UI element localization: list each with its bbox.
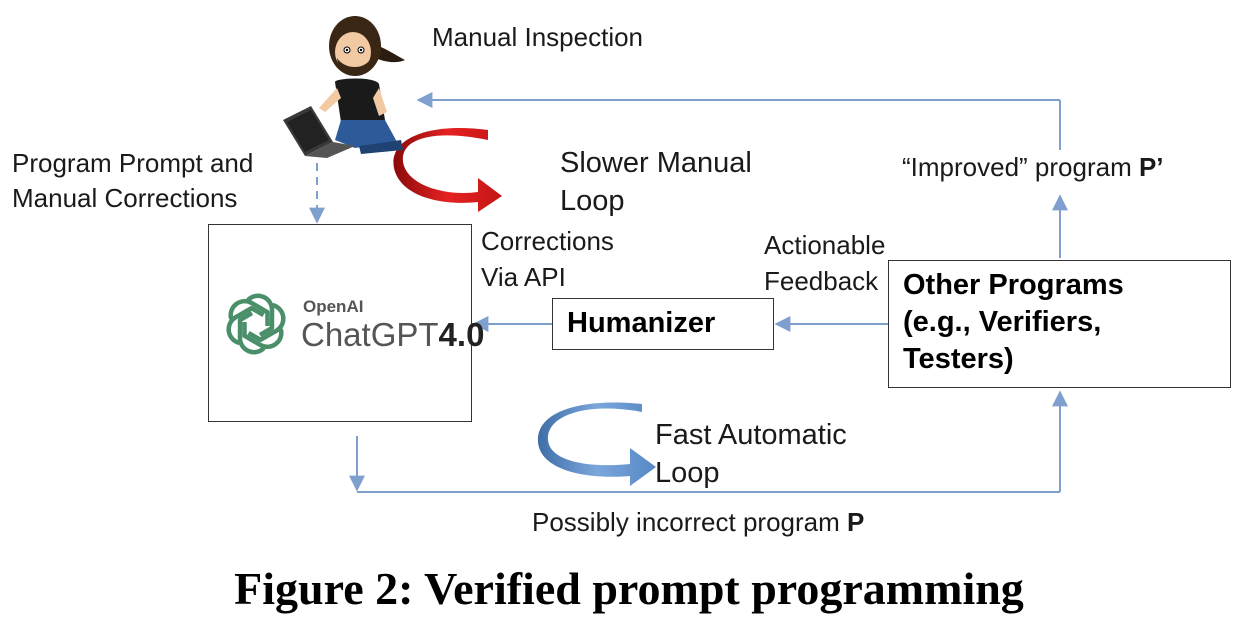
slower-loop-label-line2: Loop (560, 185, 625, 217)
openai-brand-small: OpenAI (303, 297, 364, 316)
other-programs-line2: (e.g., Verifiers, (903, 306, 1102, 338)
humanizer-box: Humanizer (552, 298, 774, 350)
actionable-label-line1: Actionable (764, 230, 886, 260)
slow-loop-arrow-icon (393, 127, 502, 212)
other-programs-box: Other Programs (e.g., Verifiers, Testers… (888, 260, 1231, 388)
other-programs-line3: Testers) (903, 343, 1014, 375)
improved-program-arrow (416, 92, 1068, 258)
possibly-incorrect-arrow (349, 390, 1068, 493)
chatgpt-box: OpenAI ChatGPT4.0 (208, 224, 484, 422)
figure-caption: Figure 2: Verified prompt programming (234, 563, 1024, 614)
manual-inspection-label: Manual Inspection (432, 22, 644, 52)
possibly-incorrect-variable: P (847, 507, 865, 537)
corrections-label-line2: Via API (481, 262, 566, 292)
chatgpt-brand-name: ChatGPT4.0 (301, 316, 485, 353)
improved-program-label: “Improved” program P’ (902, 152, 1164, 182)
program-prompt-label-line1: Program Prompt and (12, 148, 254, 178)
corrections-label-line1: Corrections (481, 226, 614, 256)
program-prompt-label-line2: Manual Corrections (12, 183, 238, 213)
fast-loop-arrow-icon (537, 402, 656, 486)
person-with-laptop-icon (283, 16, 405, 158)
improved-program-variable: P’ (1138, 152, 1164, 182)
slower-loop-label-line1: Slower Manual (560, 147, 752, 179)
openai-logo-icon (226, 293, 286, 355)
actionable-label-line2: Feedback (764, 266, 879, 296)
fast-loop-label-line2: Loop (655, 457, 720, 489)
fast-loop-label-line1: Fast Automatic (655, 419, 847, 451)
humanizer-label: Humanizer (567, 307, 716, 339)
other-programs-line1: Other Programs (903, 269, 1124, 301)
possibly-incorrect-label: Possibly incorrect program P (532, 507, 865, 537)
chatgpt-version: 4.0 (438, 316, 485, 353)
